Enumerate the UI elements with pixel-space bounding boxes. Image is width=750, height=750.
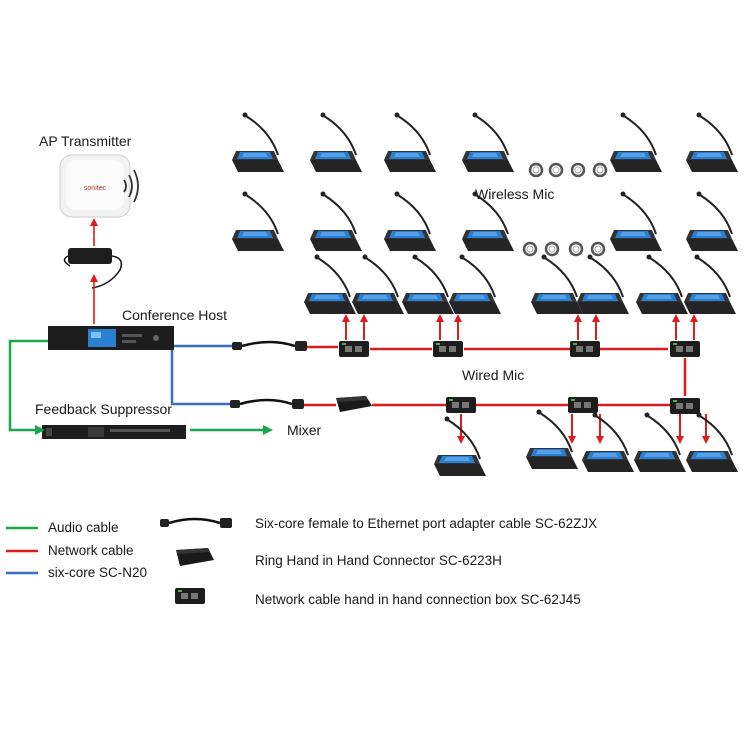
ap-transmitter-label: AP Transmitter — [39, 133, 132, 149]
legend-connection-box-icon — [175, 588, 205, 604]
wired-mic — [530, 253, 584, 315]
wireless-mic — [609, 190, 663, 252]
wired-mic — [685, 411, 739, 473]
mixer-label: Mixer — [287, 422, 322, 438]
wireless-mic — [609, 111, 663, 173]
legend-audio-cable-label: Audio cable — [48, 520, 119, 535]
conference-host-label: Conference Host — [122, 307, 228, 323]
wireless-mic — [461, 111, 515, 173]
adapter-cable-upper — [232, 340, 307, 351]
wireless-mic — [309, 190, 363, 252]
legend-adapter-cable-icon — [160, 517, 232, 528]
junction-box — [433, 341, 463, 357]
legend-adapter-cable-label: Six-core female to Ethernet port adapter… — [255, 516, 598, 531]
junction-box — [670, 341, 700, 357]
wireless-mic — [685, 190, 739, 252]
ap-transmitter-device: sonitec — [59, 154, 131, 218]
wireless-mic — [309, 111, 363, 173]
wireless-mic — [383, 190, 437, 252]
junction-box — [670, 398, 700, 414]
wired-mic — [576, 253, 630, 315]
wired-mic-label: Wired Mic — [462, 367, 525, 383]
wireless-mic — [685, 111, 739, 173]
wired-mic — [525, 408, 579, 470]
wireless-mic — [231, 111, 285, 173]
network-cables — [304, 345, 687, 407]
wired-mic-group-upper — [303, 253, 737, 315]
ap-power-adapter — [63, 248, 123, 289]
junction-box — [568, 397, 598, 413]
junction-box — [446, 397, 476, 413]
legend-ring-connector-label: Ring Hand in Hand Connector SC-6223H — [255, 553, 502, 568]
ap-brand-text: sonitec — [84, 185, 107, 192]
network-arrows-up — [342, 314, 698, 340]
wired-mic — [448, 253, 502, 315]
wireless-mic-label: Wireless Mic — [475, 186, 555, 202]
wireless-mic-group — [231, 111, 739, 252]
legend-connection-box-label: Network cable hand in hand connection bo… — [255, 592, 581, 607]
adapter-cable-lower — [230, 398, 304, 409]
ellipsis-ring-icons — [522, 162, 608, 257]
wired-mic — [633, 411, 687, 473]
legend-network-cable-label: Network cable — [48, 543, 134, 558]
wired-mic — [683, 253, 737, 315]
wired-mic — [351, 253, 405, 315]
wired-mic — [303, 253, 357, 315]
conference-host-device — [48, 326, 174, 350]
audio-cable-host-to-suppressor — [8, 339, 48, 435]
wired-mic-group-lower — [433, 408, 739, 477]
legend-ring-connector-icon — [176, 548, 214, 566]
wired-mic — [401, 253, 455, 315]
legend-six-core-label: six-core SC-N20 — [48, 565, 148, 580]
junction-box — [339, 341, 369, 357]
wireless-mic — [383, 111, 437, 173]
feedback-suppressor-label: Feedback Suppressor — [35, 401, 172, 417]
feedback-suppressor-device — [42, 425, 186, 439]
junction-box — [570, 341, 600, 357]
ring-connector-device — [336, 396, 372, 412]
wired-mic — [635, 253, 689, 315]
wired-mic — [581, 411, 635, 473]
wireless-mic — [231, 190, 285, 252]
wifi-signal-icon — [123, 169, 139, 203]
